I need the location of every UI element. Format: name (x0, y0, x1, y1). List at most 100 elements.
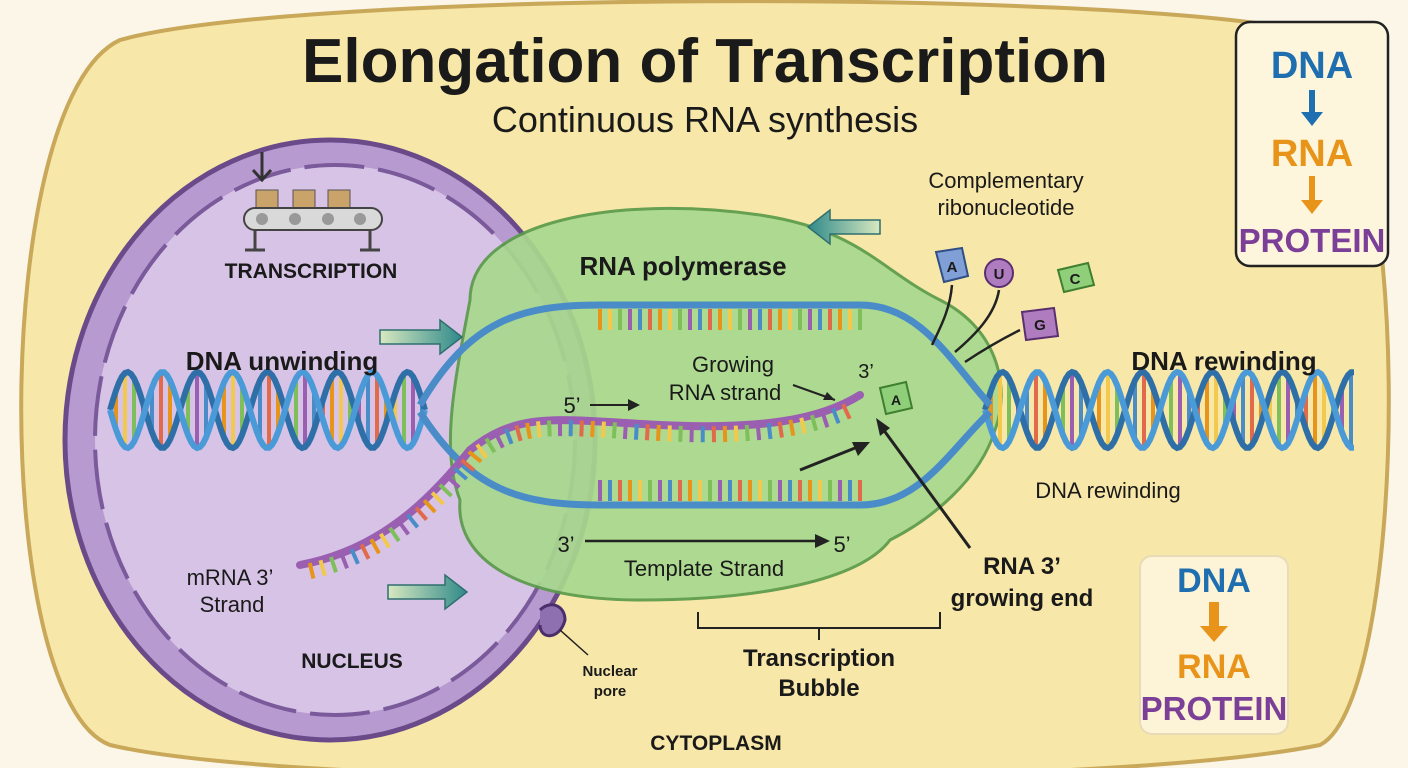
growing-label-line1: Growing (692, 352, 774, 377)
dogma-bottom-arrow (1200, 602, 1228, 642)
rna-growing-end-line1: RNA 3’ (983, 553, 1061, 580)
rna-base (611, 422, 617, 439)
template-strand (417, 409, 993, 509)
rna-base (601, 421, 606, 438)
rna-base (644, 424, 650, 441)
nuclear-pore-line1: Nuclear (582, 663, 637, 680)
conveyor-icon (243, 152, 383, 252)
rna-base (397, 520, 411, 536)
subtitle: Continuous RNA synthesis (492, 99, 918, 140)
dogma-top-dna: DNA (1271, 45, 1353, 87)
rna-base (422, 498, 437, 514)
nucleotide-c: C (1056, 261, 1096, 294)
nucleotide-incoming: A (878, 380, 914, 416)
rna-base (799, 417, 807, 434)
rna-base (484, 437, 497, 454)
bubble-label-line1: Transcription (743, 645, 895, 672)
nucleotide-arrow-1 (930, 284, 954, 346)
rna-base (318, 559, 327, 577)
ribonucleotide-label-line1: Complementary (928, 168, 1083, 193)
direction-arrow (806, 208, 881, 246)
strand-direction-head (852, 442, 870, 456)
rna-base (349, 548, 360, 565)
svg-text:C: C (1070, 271, 1081, 288)
rna-base (667, 425, 672, 442)
rna-base (766, 422, 773, 440)
bubble-bracket (697, 612, 941, 640)
nuclear-pore (538, 603, 567, 638)
dogma-top-arrow-1 (1301, 90, 1323, 126)
rna-base (744, 424, 750, 442)
dna-unwinding-label: DNA unwinding (186, 346, 379, 376)
growing-pointer-head (823, 392, 835, 400)
ribonucleotide-label-line2: ribonucleotide (938, 195, 1075, 220)
bubble-label-line2: Bubble (778, 675, 859, 702)
three-prime-top: 3’ (858, 361, 874, 383)
svg-text:A: A (947, 259, 958, 276)
nucleotide-a: A (934, 246, 970, 284)
unwinding-arrow (379, 318, 464, 356)
rna-base (445, 475, 461, 489)
dna-backbone (107, 368, 428, 452)
dna-helix-left (107, 368, 428, 452)
template-arrow-head (815, 534, 830, 548)
growing-rna-strand (296, 391, 864, 569)
rna-base (622, 422, 628, 440)
svg-text:G: G (1034, 317, 1046, 334)
dna-rewinding-label: DNA rewinding (1035, 478, 1181, 503)
rna-base (359, 543, 371, 560)
five-prime-label: 5’ (563, 393, 580, 418)
rna-base (733, 425, 739, 442)
rna-base (453, 467, 469, 481)
rna-growing-end-line2: growing end (951, 585, 1094, 612)
dogma-bottom-protein: PROTEIN (1141, 690, 1288, 727)
rna-end-pointer-head (876, 418, 890, 436)
template-five-prime: 5’ (833, 532, 850, 557)
rna-base (460, 458, 476, 472)
nuclear-pore-pointer (559, 629, 589, 656)
nuclear-pore-line2: pore (594, 683, 627, 700)
rna-base (504, 428, 514, 445)
rna-base (514, 424, 523, 442)
nucleotide-arrow-2 (954, 289, 1001, 353)
rna-base (590, 420, 595, 438)
dna-helix-right (982, 368, 1354, 452)
page-title: Elongation of Transcription (302, 27, 1108, 96)
dogma-bottom-dna: DNA (1177, 562, 1251, 600)
svg-text:A: A (891, 392, 901, 408)
dna-backbone (982, 368, 1354, 452)
five-prime-arrow-head (628, 399, 640, 411)
rna-base (579, 420, 584, 437)
rna-base (809, 414, 819, 432)
nucleus-label: NUCLEUS (301, 650, 403, 673)
template-strand-label: Template Strand (624, 556, 784, 581)
rna-base (546, 420, 552, 437)
rna-base (656, 424, 661, 442)
rna-base (788, 419, 796, 437)
bubble-bases (598, 309, 862, 501)
rna-bases (307, 403, 852, 579)
mrna-label-line1: mRNA 3’ (187, 565, 274, 590)
rna-base (369, 538, 381, 555)
rna-base (339, 552, 349, 570)
rna-base (536, 421, 542, 438)
rna-base (406, 513, 420, 529)
dna-backbone (107, 368, 428, 452)
nucleotide-g: G (1020, 306, 1060, 342)
rna-base (525, 422, 532, 440)
rna-base (830, 407, 841, 425)
mrna-exit-arrow (387, 573, 469, 611)
svg-text:U: U (994, 266, 1005, 283)
rna-base (378, 532, 391, 549)
rna-base (329, 556, 338, 573)
mrna-label-line2: Strand (200, 592, 265, 617)
rna-base (438, 483, 453, 498)
coding-strand (416, 301, 993, 408)
rna-end-pointer (878, 424, 972, 549)
central-dogma-box-bottom: DNA RNA PROTEIN (1139, 555, 1289, 735)
rna-base (755, 424, 762, 441)
rna-polymerase-label: RNA polymerase (579, 251, 786, 281)
growing-label-line2: RNA strand (669, 380, 782, 405)
